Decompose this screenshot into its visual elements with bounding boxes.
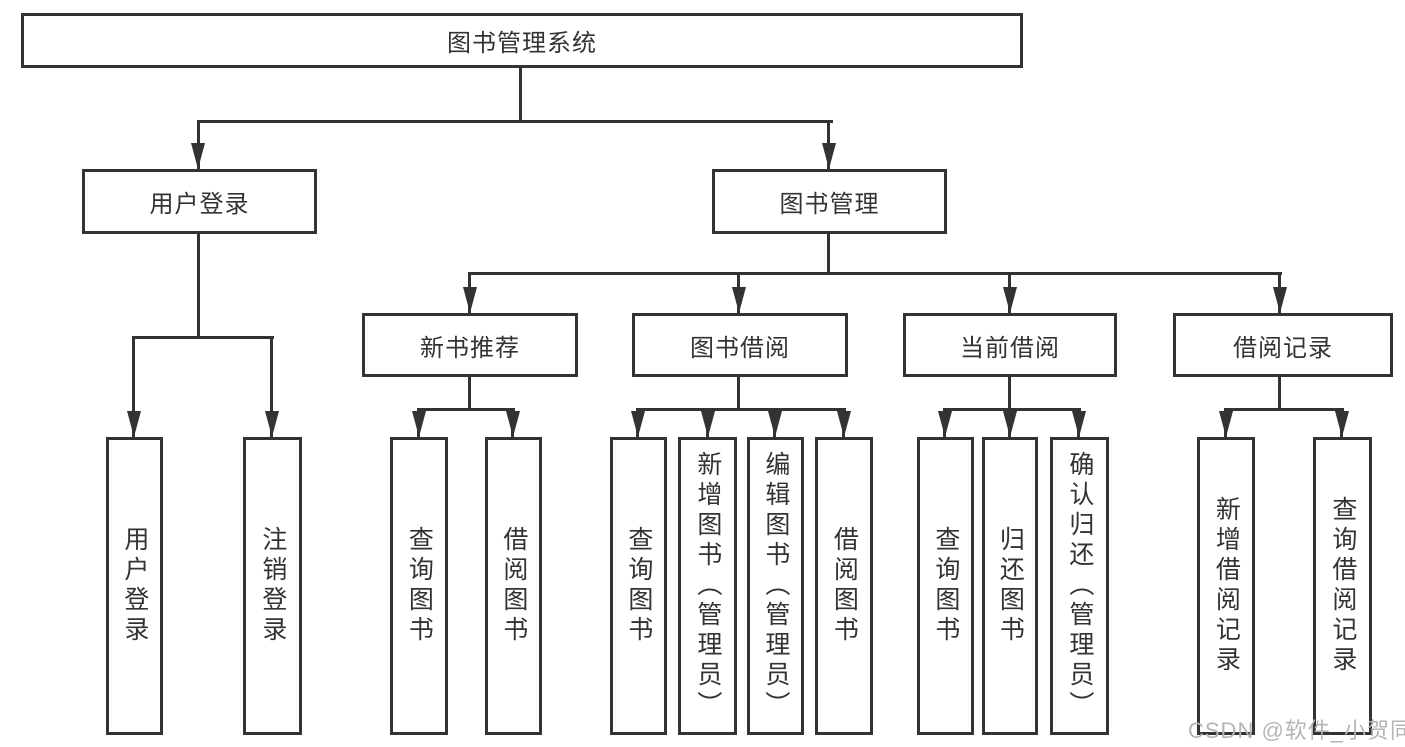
connector [132,336,135,437]
connector [1008,377,1011,408]
connector [636,408,846,411]
arrow-down-icon [1003,287,1017,313]
arrow-down-icon [768,411,782,437]
node-leaf-newbook-query: 查询图书 [390,437,448,735]
node-label: 新增借阅记录 [1212,496,1241,676]
node-leaf-current-return: 归还图书 [982,437,1038,735]
node-leaf-borrow-add: 新增图书（管理员） [678,437,737,735]
node-leaf-newbook-borrow: 借阅图书 [485,437,542,735]
arrow-down-icon [732,287,746,313]
node-leaf-borrow-edit: 编辑图书（管理员） [747,437,804,735]
arrow-down-icon [1335,411,1349,437]
node-label: 查询图书 [624,526,653,646]
connector [468,377,471,408]
arrow-down-icon [938,411,952,437]
node-label: 确认归还（管理员） [1065,451,1094,721]
connector [468,272,1282,275]
node-label: 借阅图书 [830,526,859,646]
node-leaf-record-add: 新增借阅记录 [1197,437,1255,735]
arrow-down-icon [265,411,279,437]
arrow-down-icon [1072,411,1086,437]
arrow-down-icon [463,287,477,313]
node-leaf-user-login: 用户登录 [106,437,163,735]
node-root: 图书管理系统 [21,13,1023,68]
connector [1278,377,1281,408]
connector [519,68,522,123]
arrow-down-icon [1273,287,1287,313]
node-label: 查询图书 [405,526,434,646]
node-label: 注销登录 [258,526,287,646]
arrow-down-icon [1003,411,1017,437]
node-current-borrow: 当前借阅 [903,313,1117,377]
connector [737,377,740,408]
arrow-down-icon [191,143,205,169]
connector [827,234,830,272]
node-label: 查询借阅记录 [1328,496,1357,676]
arrow-down-icon [127,411,141,437]
node-user-login: 用户登录 [82,169,317,234]
node-label: 编辑图书（管理员） [761,451,790,721]
arrow-down-icon [631,411,645,437]
node-label: 新增图书（管理员） [693,451,722,721]
node-label: 查询图书 [931,526,960,646]
node-leaf-borrow-query: 查询图书 [610,437,667,735]
node-label: 借阅图书 [499,526,528,646]
connector [197,234,200,336]
connector [417,408,515,411]
arrow-down-icon [1219,411,1233,437]
connector [132,336,274,339]
connector [197,120,833,123]
node-book-mgmt: 图书管理 [712,169,947,234]
node-new-book: 新书推荐 [362,313,578,377]
node-leaf-logout: 注销登录 [243,437,302,735]
connector [943,408,1081,411]
watermark: CSDN @软件_小贺同学 [1188,718,1405,743]
arrow-down-icon [412,411,426,437]
node-leaf-borrow-borrow: 借阅图书 [815,437,873,735]
arrow-down-icon [822,143,836,169]
arrow-down-icon [701,411,715,437]
node-label: 归还图书 [996,526,1025,646]
arrow-down-icon [837,411,851,437]
node-leaf-current-confirm: 确认归还（管理员） [1050,437,1109,735]
node-leaf-current-query: 查询图书 [917,437,974,735]
arrow-down-icon [506,411,520,437]
node-borrow-records: 借阅记录 [1173,313,1393,377]
connector [270,336,273,437]
node-label: 用户登录 [120,526,149,646]
connector [1224,408,1344,411]
node-leaf-record-query: 查询借阅记录 [1313,437,1372,735]
node-book-borrow: 图书借阅 [632,313,848,377]
